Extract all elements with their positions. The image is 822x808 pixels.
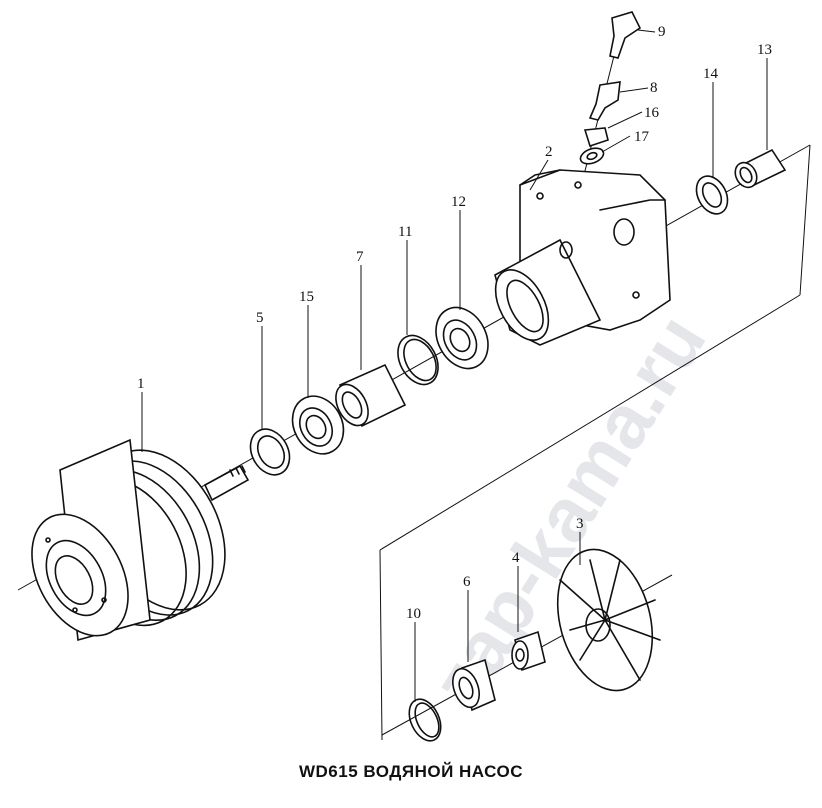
callout-6: 6 bbox=[463, 574, 471, 590]
callout-17: 17 bbox=[634, 129, 650, 145]
callout-16: 16 bbox=[644, 105, 660, 121]
bolt-fitting-part bbox=[588, 81, 621, 121]
circlip-part bbox=[408, 698, 442, 742]
callout-11: 11 bbox=[398, 224, 412, 240]
pump-housing-part bbox=[494, 169, 671, 346]
callout-4: 4 bbox=[512, 550, 520, 566]
callout-3: 3 bbox=[576, 516, 584, 532]
bushing-ring-part bbox=[695, 175, 729, 215]
water-seal-part bbox=[452, 658, 496, 712]
washer-part bbox=[579, 147, 605, 165]
callout-10: 10 bbox=[406, 606, 421, 622]
snap-ring-part bbox=[397, 334, 439, 386]
callout-8: 8 bbox=[650, 80, 658, 96]
callout-7: 7 bbox=[356, 249, 364, 265]
seal-ring-part bbox=[249, 428, 291, 476]
callout-13: 13 bbox=[757, 42, 772, 58]
spacer-sleeve-part bbox=[335, 363, 407, 428]
callout-14: 14 bbox=[703, 66, 719, 82]
callout-5: 5 bbox=[256, 310, 264, 326]
pulley-part bbox=[31, 438, 250, 642]
bearing-front-part bbox=[291, 395, 345, 455]
elbow-fitting-part bbox=[609, 11, 642, 59]
leader-lines bbox=[141, 29, 768, 702]
frame-right-line bbox=[799, 144, 811, 296]
callout-1: 1 bbox=[137, 376, 145, 392]
callout-15: 15 bbox=[299, 289, 314, 305]
bearing-rear-part bbox=[435, 306, 489, 370]
cone-washer-part bbox=[511, 630, 546, 672]
callout-12: 12 bbox=[451, 194, 466, 210]
diagram-caption: WD615 ВОДЯНОЙ НАСОС bbox=[298, 762, 524, 781]
impeller-part bbox=[556, 548, 661, 692]
frame-diagonal-line bbox=[379, 294, 801, 551]
callout-2: 2 bbox=[545, 144, 553, 160]
nut-part bbox=[583, 127, 609, 148]
callout-9: 9 bbox=[658, 24, 666, 40]
frame-left-line bbox=[379, 549, 383, 741]
rear-sleeve-part bbox=[734, 148, 787, 189]
